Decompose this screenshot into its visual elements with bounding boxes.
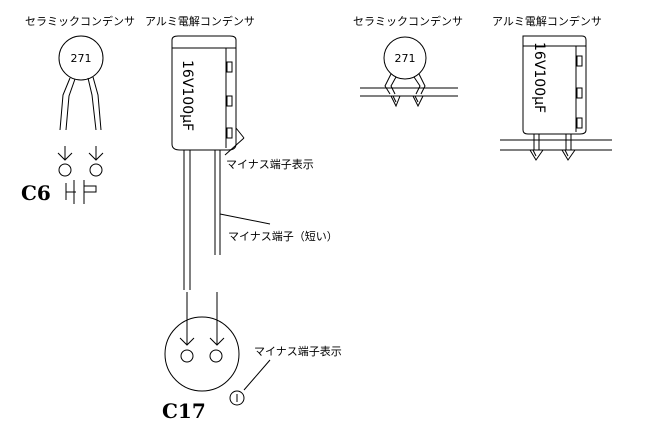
label-ceramic-left: セラミックコンデンサ: [25, 14, 135, 28]
minus-mark-symbol: [229, 359, 271, 406]
c6-hollow-glyph: [65, 180, 97, 204]
electrolytic-left-arrows: [179, 292, 225, 346]
ceramic-left-arrows: [57, 146, 104, 161]
label-minus-terminal-1: マイナス端子表示: [226, 157, 314, 171]
leader-minus-terminal-short: [219, 213, 271, 225]
ceramic-code-right: 271: [395, 52, 416, 65]
label-minus-terminal-2: マイナス端子表示: [254, 344, 342, 358]
ceramic-code-left: 271: [71, 52, 92, 65]
label-electrolytic-right: アルミ電解コンデンサ: [492, 14, 602, 28]
electrolytic-footprint: [164, 316, 240, 392]
label-ceramic-right: セラミックコンデンサ: [353, 14, 463, 28]
ref-c17: C17: [162, 399, 206, 423]
label-electrolytic-left: アルミ電解コンデンサ: [145, 14, 255, 28]
ceramic-left-pads: [58, 163, 103, 177]
electrolytic-marking-right: 16V100μF: [531, 42, 547, 113]
label-minus-terminal-short: マイナス端子（短い）: [228, 229, 338, 243]
ref-c6: C6: [21, 181, 51, 205]
electrolytic-marking-left: 16V100μF: [179, 60, 195, 131]
electrolytic-capacitor-right: 16V100μF: [500, 35, 612, 161]
leader-minus-terminal-1: [224, 127, 245, 156]
electrolytic-capacitor-left: 16V100μF: [171, 35, 237, 290]
ceramic-capacitor-right: 271: [360, 36, 458, 108]
ceramic-capacitor-left: 271: [58, 35, 104, 131]
